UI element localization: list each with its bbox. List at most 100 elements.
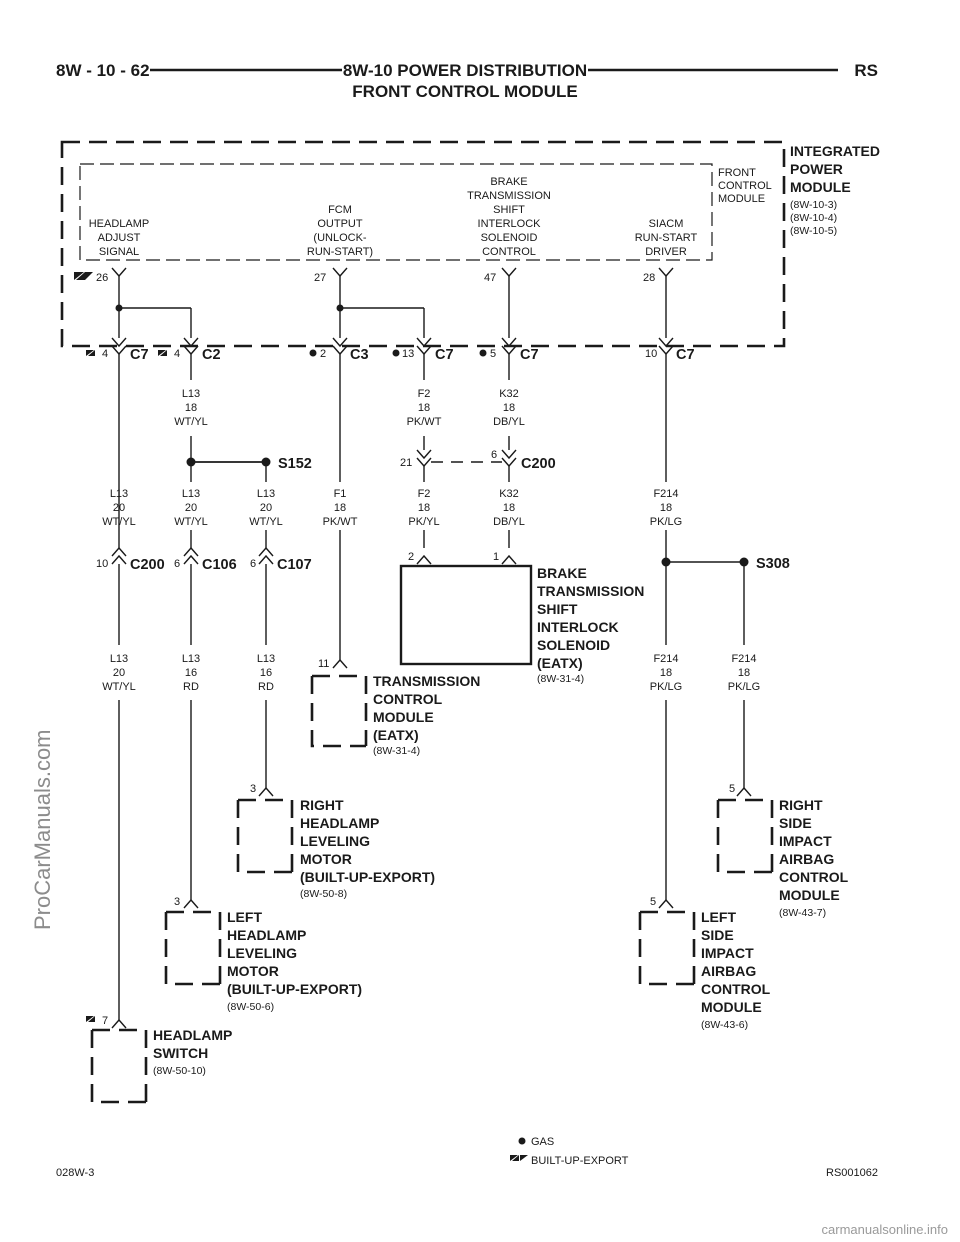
model-code: RS [854,61,878,80]
svg-text:CONTROL: CONTROL [779,869,849,885]
svg-text:(8W-43-7): (8W-43-7) [779,907,826,919]
svg-text:AIRBAG: AIRBAG [779,851,834,867]
svg-text:L13: L13 [257,488,275,500]
svg-text:ADJUST: ADJUST [98,232,141,244]
svg-text:18: 18 [334,502,346,514]
svg-text:HEADLAMP: HEADLAMP [227,927,306,943]
left-headlamp-leveling-motor: 3 LEFT HEADLAMP LEVELING MOTOR (BUILT-UP… [164,896,362,1013]
gas-symbol-icon [479,349,487,357]
svg-text:RD: RD [258,681,274,693]
svg-text:4: 4 [102,348,108,360]
svg-text:6: 6 [250,558,256,570]
svg-text:20: 20 [113,667,125,679]
svg-text:WT/YL: WT/YL [174,516,208,528]
front-control-module: FRONT CONTROL MODULE HEADLAMP ADJUST SIG… [74,163,772,284]
left-side-impact-airbag-control-module: 5 LEFT SIDE IMPACT AIRBAG CONTROL MODULE… [638,896,771,1031]
side-watermark: ProCarManuals.com [30,729,55,930]
svg-text:(BUILT-UP-EXPORT): (BUILT-UP-EXPORT) [300,869,435,885]
svg-text:CONTROL: CONTROL [718,180,772,192]
connector-c107: C107 [277,557,312,573]
connector-c7: C7 [435,347,454,363]
svg-text:27: 27 [314,272,326,284]
svg-text:PK/LG: PK/LG [650,516,682,528]
svg-text:RD: RD [183,681,199,693]
svg-text:(8W-31-4): (8W-31-4) [373,745,420,757]
svg-text:3: 3 [174,896,180,908]
svg-text:K32: K32 [499,488,519,500]
svg-text:47: 47 [484,272,496,284]
wire-paths [111,267,752,1029]
svg-text:F2: F2 [418,488,431,500]
svg-text:OUTPUT: OUTPUT [317,218,363,230]
footer-code-left: 028W-3 [56,1167,94,1179]
svg-text:10: 10 [645,348,657,360]
svg-text:TRANSMISSION: TRANSMISSION [537,583,644,599]
svg-text:F1: F1 [334,488,347,500]
svg-text:SWITCH: SWITCH [153,1045,208,1061]
integrated-power-module: INTEGRATED POWER MODULE (8W-10-3) (8W-10… [60,140,880,348]
page-number: 8W - 10 - 62 [56,61,150,80]
svg-text:INTEGRATED: INTEGRATED [790,143,880,159]
svg-text:CONTROL: CONTROL [701,981,771,997]
svg-text:(8W-43-6): (8W-43-6) [701,1019,748,1031]
connector-c106: C106 [202,557,237,573]
svg-text:WT/YL: WT/YL [174,416,208,428]
connector-labels-row2: 10 C200 6 C106 6 C107 [96,557,312,573]
svg-text:SOLENOID: SOLENOID [537,637,610,653]
headlamp-switch: 7 HEADLAMP SWITCH (8W-50-10) [86,1015,232,1104]
connector-c7: C7 [676,347,695,363]
svg-text:WT/YL: WT/YL [249,516,283,528]
svg-text:LEVELING: LEVELING [227,945,297,961]
connector-c7: C7 [520,347,539,363]
svg-text:(8W-31-4): (8W-31-4) [537,673,584,685]
svg-text:INTERLOCK: INTERLOCK [478,218,542,230]
svg-text:F214: F214 [731,653,756,665]
svg-text:RIGHT: RIGHT [779,797,823,813]
svg-text:PK/WT: PK/WT [407,416,442,428]
svg-text:20: 20 [185,502,197,514]
svg-text:FRONT: FRONT [718,167,756,179]
svg-text:18: 18 [418,502,430,514]
svg-text:AIRBAG: AIRBAG [701,963,756,979]
page-title: 8W-10 POWER DISTRIBUTION [343,61,587,80]
svg-text:26: 26 [96,272,108,284]
svg-text:GAS: GAS [531,1136,554,1148]
svg-text:PK/WT: PK/WT [323,516,358,528]
svg-text:L13: L13 [182,488,200,500]
svg-text:3: 3 [250,783,256,795]
footer-code-right: RS001062 [826,1167,878,1179]
svg-text:WT/YL: WT/YL [102,681,136,693]
gas-symbol-icon [518,1137,526,1145]
page-header: 8W - 10 - 62 8W-10 POWER DISTRIBUTION FR… [56,61,878,101]
svg-text:18: 18 [660,502,672,514]
svg-text:WT/YL: WT/YL [102,516,136,528]
export-symbol-icon [74,272,93,280]
svg-text:FCM: FCM [328,204,352,216]
svg-text:L13: L13 [257,653,275,665]
gas-symbol-icon [392,349,400,357]
svg-text:PK/YL: PK/YL [408,516,439,528]
svg-text:MODULE: MODULE [701,999,762,1015]
svg-text:RIGHT: RIGHT [300,797,344,813]
connector-c7: C7 [130,347,149,363]
svg-text:11: 11 [318,658,329,670]
svg-text:SHIFT: SHIFT [537,601,578,617]
svg-text:SOLENOID: SOLENOID [481,232,538,244]
page-subtitle: FRONT CONTROL MODULE [352,82,577,101]
svg-text:K32: K32 [499,388,519,400]
gas-symbol-icon [309,349,317,357]
connector-c200: C200 [130,557,165,573]
svg-text:INTERLOCK: INTERLOCK [537,619,619,635]
svg-text:MODULE: MODULE [373,709,434,725]
svg-text:10: 10 [96,558,108,570]
svg-text:6: 6 [174,558,180,570]
svg-text:POWER: POWER [790,161,843,177]
svg-text:2: 2 [408,551,414,563]
svg-text:RUN-START: RUN-START [635,232,698,244]
svg-text:F214: F214 [653,488,678,500]
page-footer: 028W-3 RS001062 [56,1167,878,1179]
svg-text:DRIVER: DRIVER [645,246,687,258]
svg-text:6: 6 [491,449,497,461]
svg-text:L13: L13 [182,653,200,665]
svg-text:28: 28 [643,272,655,284]
